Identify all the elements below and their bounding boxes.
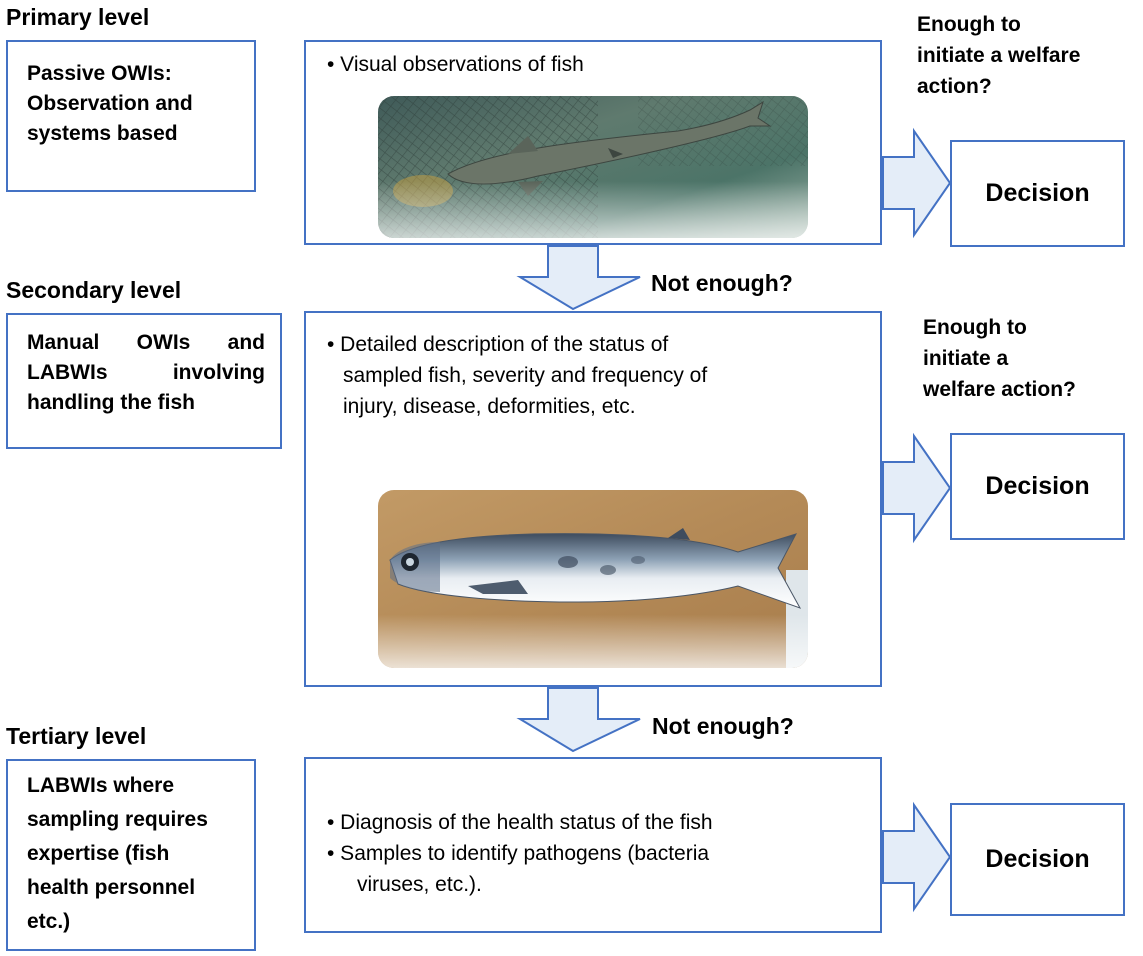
- tertiary-decision-box: Decision: [950, 803, 1125, 916]
- salmon-sample-photo: [378, 490, 808, 668]
- secondary-question: Enough to initiate a welfare action?: [923, 316, 1076, 401]
- secondary-level-title: Secondary level: [6, 277, 182, 303]
- secondary-side-box: [6, 313, 282, 449]
- secondary-decision-arrow: [882, 432, 952, 544]
- secondary-side-text: Manual OWIs and LABWIs involving handlin…: [27, 331, 265, 414]
- primary-side-box: [6, 40, 256, 192]
- tertiary-decision-label: Decision: [985, 845, 1090, 873]
- tertiary-content-box: [304, 757, 882, 933]
- primary-bullets: • Visual observations of fish: [327, 53, 584, 76]
- secondary-bullets: • Detailed description of the status of …: [327, 333, 708, 418]
- tertiary-side-text: LABWIs where sampling requires expertise…: [27, 774, 208, 933]
- secondary-decision-box: Decision: [950, 433, 1125, 540]
- primary-decision-label: Decision: [985, 179, 1090, 207]
- secondary-decision-label: Decision: [985, 472, 1090, 500]
- tertiary-level-title: Tertiary level: [6, 723, 147, 749]
- tertiary-side-box: [6, 759, 256, 951]
- primary-side-text: Passive OWIs: Observation and systems ba…: [27, 62, 193, 145]
- net-pen-fish-photo: [378, 96, 808, 238]
- tertiary-decision-arrow: [882, 801, 952, 913]
- primary-level-title: Primary level: [6, 4, 150, 30]
- primary-decision-arrow: [882, 127, 952, 239]
- down-arrow-secondary-to-tertiary: [516, 687, 641, 753]
- tertiary-bullets: • Diagnosis of the health status of the …: [327, 811, 713, 896]
- primary-decision-box: Decision: [950, 140, 1125, 247]
- primary-question: Enough to initiate a welfare action?: [917, 13, 1081, 98]
- not-enough-label-1: Not enough?: [651, 270, 793, 296]
- down-arrow-primary-to-secondary: [516, 245, 641, 311]
- not-enough-label-2: Not enough?: [652, 713, 794, 739]
